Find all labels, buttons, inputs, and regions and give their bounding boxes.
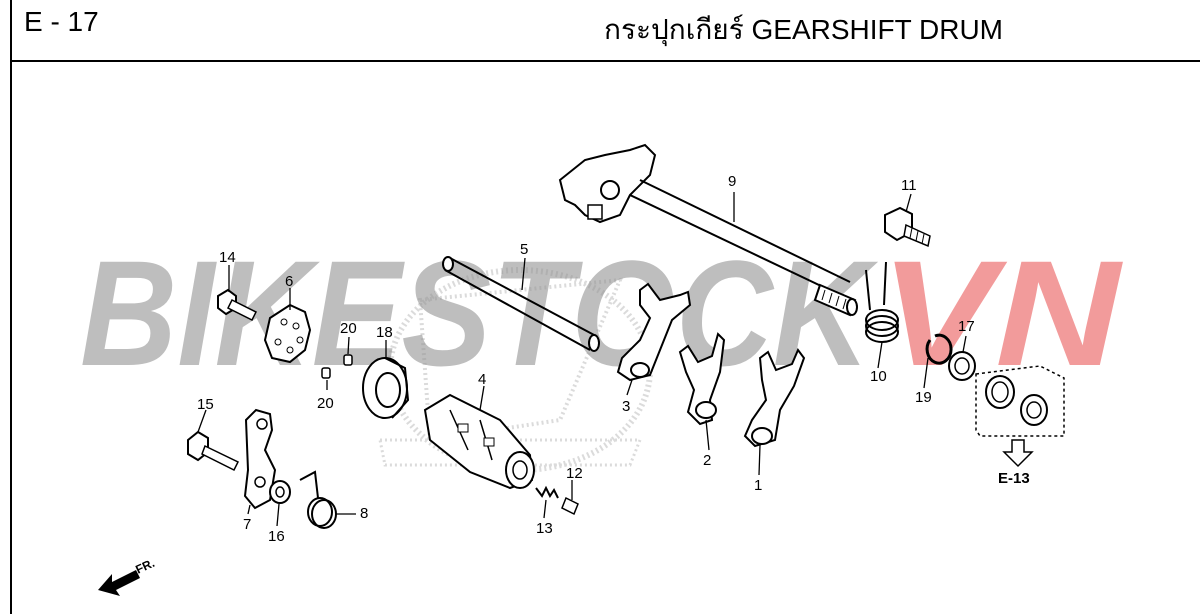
callout-9: 9 bbox=[728, 173, 736, 190]
front-arrow-icon bbox=[98, 570, 140, 596]
leader-lines bbox=[197, 192, 967, 527]
bearing-18[interactable] bbox=[362, 357, 410, 419]
front-direction: FR. bbox=[98, 556, 157, 596]
pin-12[interactable] bbox=[561, 496, 579, 516]
reference-e13-label[interactable]: E-13 bbox=[998, 470, 1030, 487]
watermark-text: BIKESTOCK bbox=[80, 229, 879, 397]
callout-15: 15 bbox=[197, 396, 214, 413]
reference-group-e13[interactable] bbox=[975, 365, 1065, 468]
left-border bbox=[10, 0, 12, 614]
section-code: E - 17 bbox=[24, 6, 99, 37]
callout-19: 19 bbox=[915, 389, 932, 406]
shift-fork-3[interactable] bbox=[616, 282, 692, 382]
callout-17: 17 bbox=[958, 318, 975, 335]
washer-17[interactable] bbox=[948, 351, 976, 381]
return-spring[interactable] bbox=[865, 261, 899, 343]
stopper-arm[interactable] bbox=[243, 408, 277, 510]
callout-3: 3 bbox=[622, 398, 630, 415]
header-bar bbox=[10, 0, 1200, 62]
watermark-accent: VN bbox=[880, 229, 1123, 397]
stopper-spring[interactable] bbox=[299, 470, 337, 529]
shift-drum[interactable] bbox=[423, 393, 535, 490]
shift-fork-1[interactable] bbox=[743, 348, 806, 448]
callout-7: 7 bbox=[243, 516, 251, 533]
dowel-pin-lower[interactable] bbox=[321, 367, 331, 379]
page-title: กระปุกเกียร์ GEARSHIFT DRUM bbox=[604, 14, 1003, 45]
callout-13: 13 bbox=[536, 520, 553, 537]
callout-1: 1 bbox=[754, 477, 762, 494]
callout-16: 16 bbox=[268, 528, 285, 545]
callout-10: 10 bbox=[870, 368, 887, 385]
callout-20-lower: 20 bbox=[317, 395, 334, 412]
callout-4: 4 bbox=[478, 371, 486, 388]
shift-shaft[interactable] bbox=[558, 143, 858, 317]
fork-shaft[interactable] bbox=[442, 256, 600, 352]
star-plate[interactable] bbox=[263, 303, 312, 364]
callout-14: 14 bbox=[219, 249, 236, 266]
bolt-14[interactable] bbox=[217, 288, 258, 322]
bolt-15[interactable] bbox=[187, 430, 240, 472]
snap-ring[interactable] bbox=[925, 333, 953, 365]
front-direction-label: FR. bbox=[133, 556, 156, 577]
washer-16[interactable] bbox=[269, 480, 291, 504]
callout-8: 8 bbox=[360, 505, 368, 522]
bolt-11[interactable] bbox=[884, 206, 931, 248]
callout-5: 5 bbox=[520, 241, 528, 258]
callout-11: 11 bbox=[901, 177, 917, 194]
spring-13[interactable] bbox=[535, 485, 559, 499]
callout-20-upper: 20 bbox=[340, 320, 357, 337]
callout-12: 12 bbox=[566, 465, 583, 482]
watermark: BIKESTOCK VN bbox=[80, 229, 1123, 397]
callout-2: 2 bbox=[703, 452, 711, 469]
callout-18: 18 bbox=[376, 324, 393, 341]
dowel-pin-upper[interactable] bbox=[343, 354, 353, 366]
callout-6: 6 bbox=[285, 273, 293, 290]
down-arrow-icon bbox=[1002, 439, 1034, 468]
shift-fork-2[interactable] bbox=[678, 332, 726, 426]
